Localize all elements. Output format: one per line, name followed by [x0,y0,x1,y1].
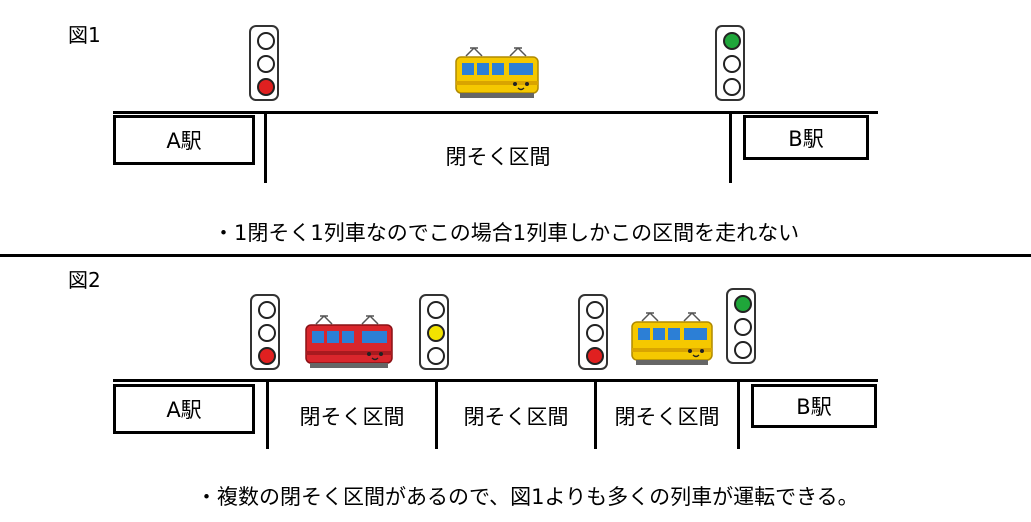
fig2-train-yellow [631,311,713,365]
lamp-top [734,295,752,313]
fig2-section-label-2: 閉そく区間 [463,405,569,429]
lamp-bottom [586,347,604,365]
lamp-bottom [427,347,445,365]
pantograph-icon [465,46,527,57]
figure-1-label: 図1 [68,23,101,47]
fig2-section-label-3: 閉そく区間 [614,405,720,429]
fig2-signal-1 [250,294,280,370]
fig2-track-line [113,379,878,382]
fig2-station-b-label: B駅 [796,395,832,419]
lamp-bottom [257,78,275,96]
fig1-station-a-label: A駅 [166,129,202,153]
fig2-boundary-4 [737,381,740,449]
fig2-caption: ・複数の閉そく区間があるので、図1よりも多くの列車が運転できる。 [196,485,859,509]
fig1-boundary-left [264,113,267,183]
fig1-station-b: B駅 [743,115,869,160]
fig2-signal-4 [726,288,756,364]
lamp-bottom [723,78,741,96]
lamp-top [257,32,275,50]
lamp-middle [257,55,275,73]
lamp-top [586,301,604,319]
pantograph-icon [315,314,379,325]
lamp-top [258,301,276,319]
lamp-top [427,301,445,319]
figure-divider [0,254,1031,257]
lamp-top [723,32,741,50]
fig1-train-yellow [455,46,539,98]
pantograph-icon [641,311,701,322]
fig2-section-label-1: 閉そく区間 [299,405,405,429]
fig2-train-red [305,314,393,368]
fig1-track-line [113,111,878,114]
fig1-section-label: 閉そく区間 [445,145,551,169]
fig2-signal-3 [578,294,608,370]
fig2-signal-2 [419,294,449,370]
fig1-boundary-right [729,113,732,183]
fig2-boundary-3 [594,381,597,449]
fig2-station-a-label: A駅 [166,398,202,422]
figure-2-label: 図2 [68,268,101,292]
lamp-middle [258,324,276,342]
fig1-signal-right [715,25,745,101]
lamp-bottom [258,347,276,365]
fig2-boundary-2 [435,381,438,449]
lamp-middle [427,324,445,342]
fig1-station-a: A駅 [113,115,255,165]
fig1-signal-left [249,25,279,101]
fig1-caption: ・1閉そく1列車なのでこの場合1列車しかこの区間を走れない [213,221,800,245]
lamp-bottom [734,341,752,359]
lamp-middle [586,324,604,342]
fig2-station-a: A駅 [113,384,255,434]
lamp-middle [723,55,741,73]
lamp-middle [734,318,752,336]
fig2-station-b: B駅 [751,384,877,428]
fig1-station-b-label: B駅 [788,126,824,151]
fig2-boundary-1 [266,381,269,449]
